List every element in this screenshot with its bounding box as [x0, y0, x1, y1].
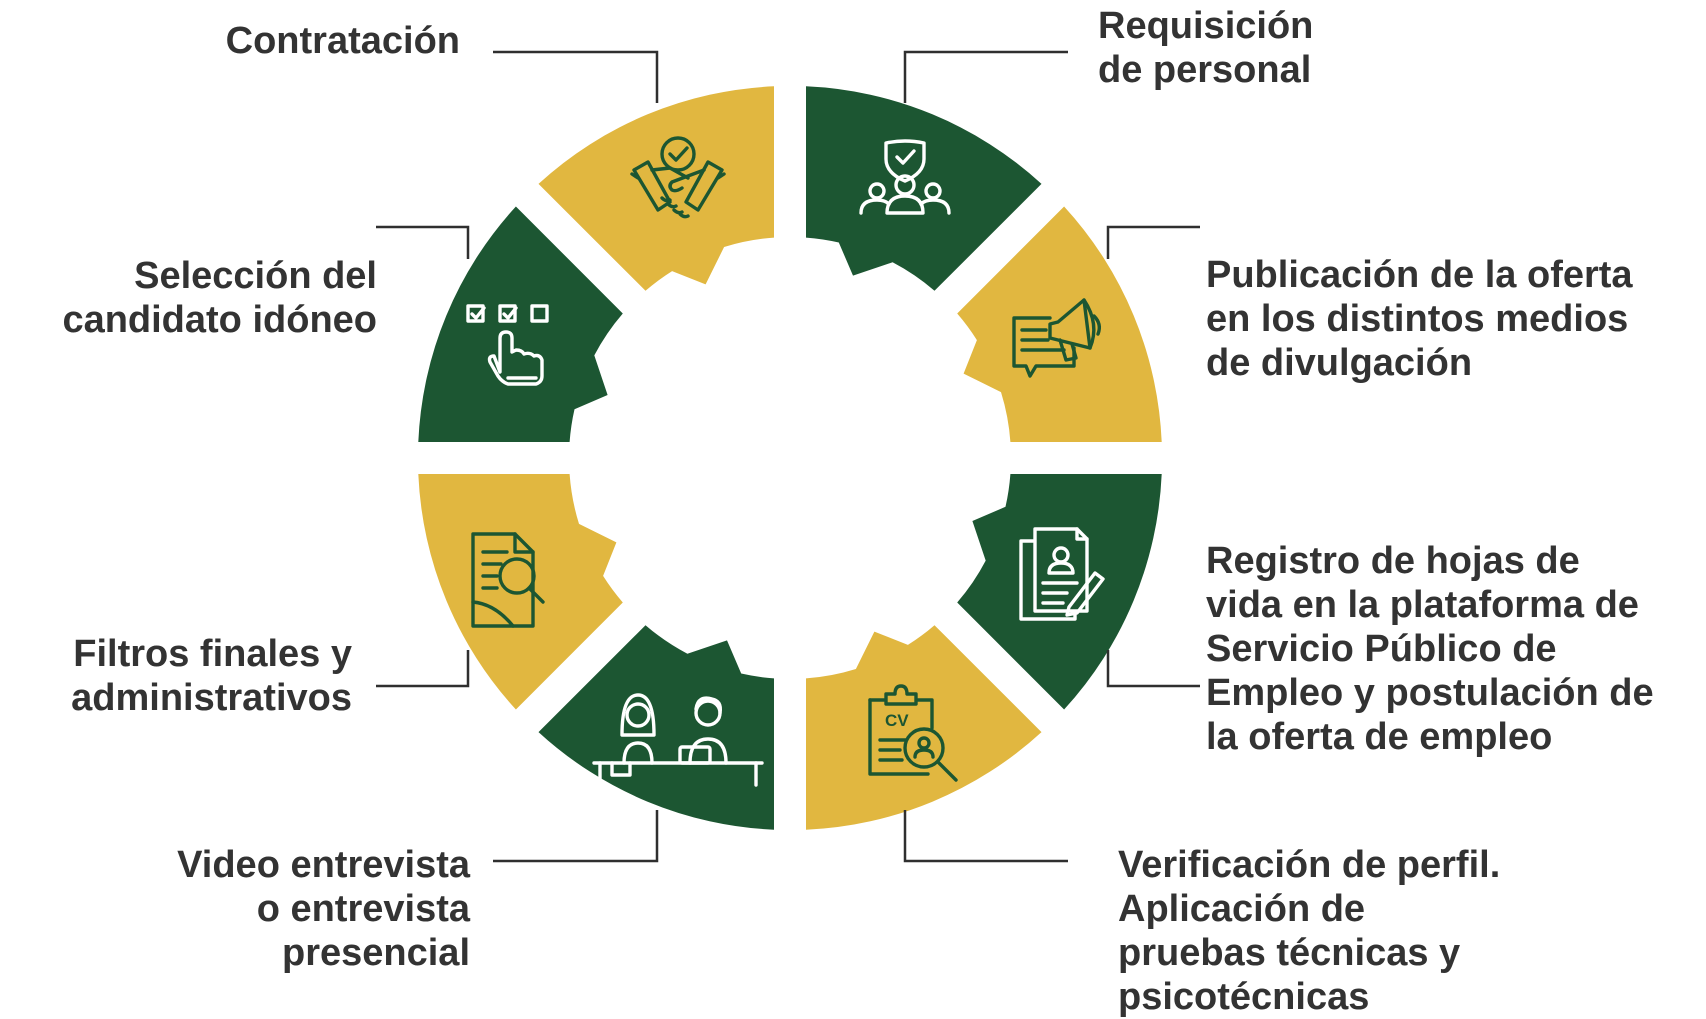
- document-search-icon: [471, 532, 545, 628]
- checklist-hand-icon: [466, 304, 549, 386]
- label-registro: Registro de hojas de vida en la platafor…: [1206, 540, 1654, 758]
- label-seleccion: Selección del candidato idóneo: [62, 255, 377, 341]
- leader-requisicion: [903, 50, 1068, 103]
- leader-verificacion: [903, 810, 1068, 863]
- document-pen-icon: [1019, 527, 1105, 621]
- leader-publicacion: [1106, 225, 1200, 259]
- interview-icon: [592, 693, 764, 787]
- cycle-segments: [418, 86, 1162, 830]
- label-video: Video entrevista o entrevista presencial: [177, 844, 470, 974]
- handshake-icon: [630, 136, 726, 219]
- leader-registro: [1106, 650, 1200, 688]
- label-contratacion: Contratación: [225, 20, 460, 62]
- label-filtros: Filtros finales y administrativos: [71, 633, 352, 719]
- segment-seleccion: [418, 206, 623, 442]
- segment-contratacion: [538, 86, 774, 291]
- leader-video: [493, 810, 659, 863]
- label-requisicion: Requisición de personal: [1098, 5, 1314, 91]
- leader-seleccion: [376, 225, 470, 259]
- svg-text:CV: CV: [885, 711, 909, 730]
- leader-lines: [376, 50, 1200, 863]
- segment-publicacion: [957, 206, 1162, 442]
- megaphone-document-icon: [1012, 298, 1102, 378]
- leader-filtros: [376, 650, 470, 688]
- cv-clipboard-icon: CV: [868, 684, 958, 782]
- label-verificacion: Verificación de perfil. Aplicación de pr…: [1118, 844, 1501, 1018]
- segment-video: [538, 625, 774, 830]
- group-shield-icon: [859, 139, 951, 215]
- segment-requisicion: [806, 86, 1042, 291]
- label-publicacion: Publicación de la oferta en los distinto…: [1206, 254, 1633, 384]
- leader-contratacion: [493, 50, 659, 103]
